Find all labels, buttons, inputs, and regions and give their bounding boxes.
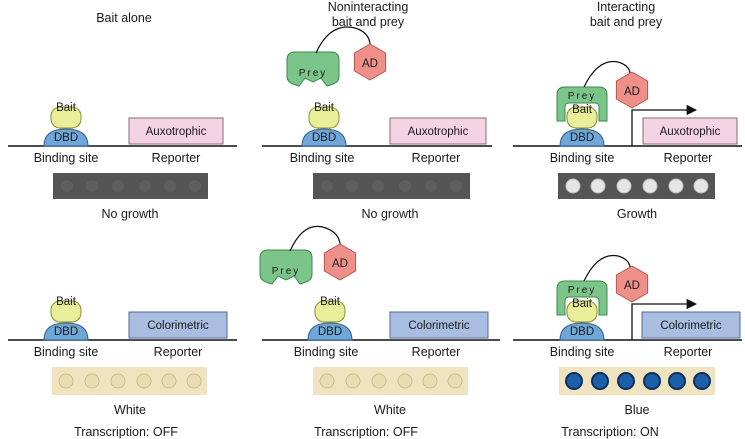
bait-label: Bait [314, 102, 335, 114]
binding-site-label: Binding site [294, 345, 359, 359]
white-colonies [58, 373, 202, 389]
reporter-label: Reporter [412, 345, 461, 359]
dbd-label: DBD [312, 132, 336, 144]
auxotrophic-label: Auxotrophic [146, 126, 207, 138]
dbd-label: DBD [570, 132, 594, 144]
result-blue: Blue [624, 403, 649, 417]
prey-label: Prey [568, 91, 597, 102]
bait-label: Bait [572, 298, 593, 310]
dbd-label: DBD [54, 132, 78, 144]
binding-site-label: Binding site [34, 345, 99, 359]
header-interacting-line2: bait and prey [590, 15, 663, 29]
prey-label: Prey [299, 68, 328, 79]
header-noninteracting-line1: Noninteracting [328, 0, 409, 14]
reporter-label: Reporter [152, 151, 201, 165]
linker [289, 225, 341, 252]
reporter-label: Reporter [664, 151, 713, 165]
prey-label: Prey [272, 266, 301, 277]
linker [583, 254, 631, 282]
dbd-label: DBD [570, 326, 594, 338]
transcription-arrow [631, 104, 698, 146]
transcription-status: Transcription: OFF [74, 425, 178, 439]
result-no-growth: No growth [102, 207, 159, 221]
ad-label: AD [332, 258, 348, 270]
auxotrophic-reporter-box [642, 117, 738, 145]
result-no-growth: No growth [362, 207, 419, 221]
colorimetric-label: Colorimetric [147, 320, 209, 332]
colorimetric-plate [52, 367, 207, 395]
growth-plate [53, 173, 208, 199]
panel-interacting-auxotrophic: Prey Bait DBD AD Auxotrophic Binding sit… [513, 60, 742, 221]
panel-bait-alone-auxotrophic: Bait DBD Auxotrophic Binding site Report… [8, 102, 237, 221]
dbd-label: DBD [318, 326, 342, 338]
growth-colonies [565, 178, 709, 194]
colorimetric-label: Colorimetric [408, 320, 470, 332]
growth-plate [313, 173, 470, 199]
header-bait-alone: Bait alone [96, 11, 152, 25]
bait-label: Bait [56, 102, 77, 114]
binding-site-label: Binding site [34, 151, 99, 165]
auxotrophic-reporter-box [128, 117, 224, 145]
auxotrophic-reporter-box [389, 117, 487, 145]
panel-interacting-colorimetric: Prey Bait DBD AD Colorimetric Binding si… [513, 254, 742, 439]
auxotrophic-label: Auxotrophic [660, 126, 721, 138]
header-interacting-line1: Interacting [597, 0, 655, 14]
reporter-label: Reporter [412, 151, 461, 165]
colorimetric-reporter-box [389, 311, 489, 339]
blue-colonies [565, 372, 711, 390]
linker [315, 26, 371, 54]
no-growth-spots [321, 180, 462, 192]
growth-plate [558, 173, 715, 199]
transcription-status: Transcription: ON [561, 425, 658, 439]
dbd-label: DBD [54, 326, 78, 338]
ad-label: AD [624, 280, 640, 292]
colorimetric-reporter-box [641, 311, 741, 339]
ad-label: AD [624, 86, 640, 98]
panel-bait-alone-colorimetric: Bait DBD Colorimetric Binding site Repor… [8, 296, 237, 439]
colorimetric-plate [313, 367, 468, 395]
bait-label: Bait [320, 296, 341, 308]
panel-noninteracting-colorimetric: Bait DBD Prey AD Colorimetric Binding si… [259, 225, 500, 439]
binding-site-label: Binding site [550, 151, 615, 165]
transcription-status: Transcription: OFF [314, 425, 418, 439]
colorimetric-label: Colorimetric [660, 320, 722, 332]
transcription-arrow [631, 298, 698, 340]
no-growth-spots [61, 180, 201, 192]
result-white: White [374, 403, 406, 417]
header-noninteracting-line2: bait and prey [332, 15, 405, 29]
binding-site-label: Binding site [290, 151, 355, 165]
panel-noninteracting-auxotrophic: Bait DBD Prey AD Auxotrophic Binding sit… [262, 26, 492, 221]
colorimetric-reporter-box [128, 311, 228, 339]
prey-label: Prey [568, 285, 597, 296]
reporter-label: Reporter [154, 345, 203, 359]
bait-label: Bait [56, 296, 77, 308]
white-colonies [319, 373, 463, 389]
colorimetric-plate [559, 367, 715, 395]
reporter-label: Reporter [664, 345, 713, 359]
ad-label: AD [362, 58, 378, 70]
result-white: White [114, 403, 146, 417]
bait-label: Bait [572, 104, 593, 116]
auxotrophic-label: Auxotrophic [408, 126, 469, 138]
result-growth: Growth [617, 207, 657, 221]
linker [583, 60, 631, 88]
binding-site-label: Binding site [550, 345, 615, 359]
